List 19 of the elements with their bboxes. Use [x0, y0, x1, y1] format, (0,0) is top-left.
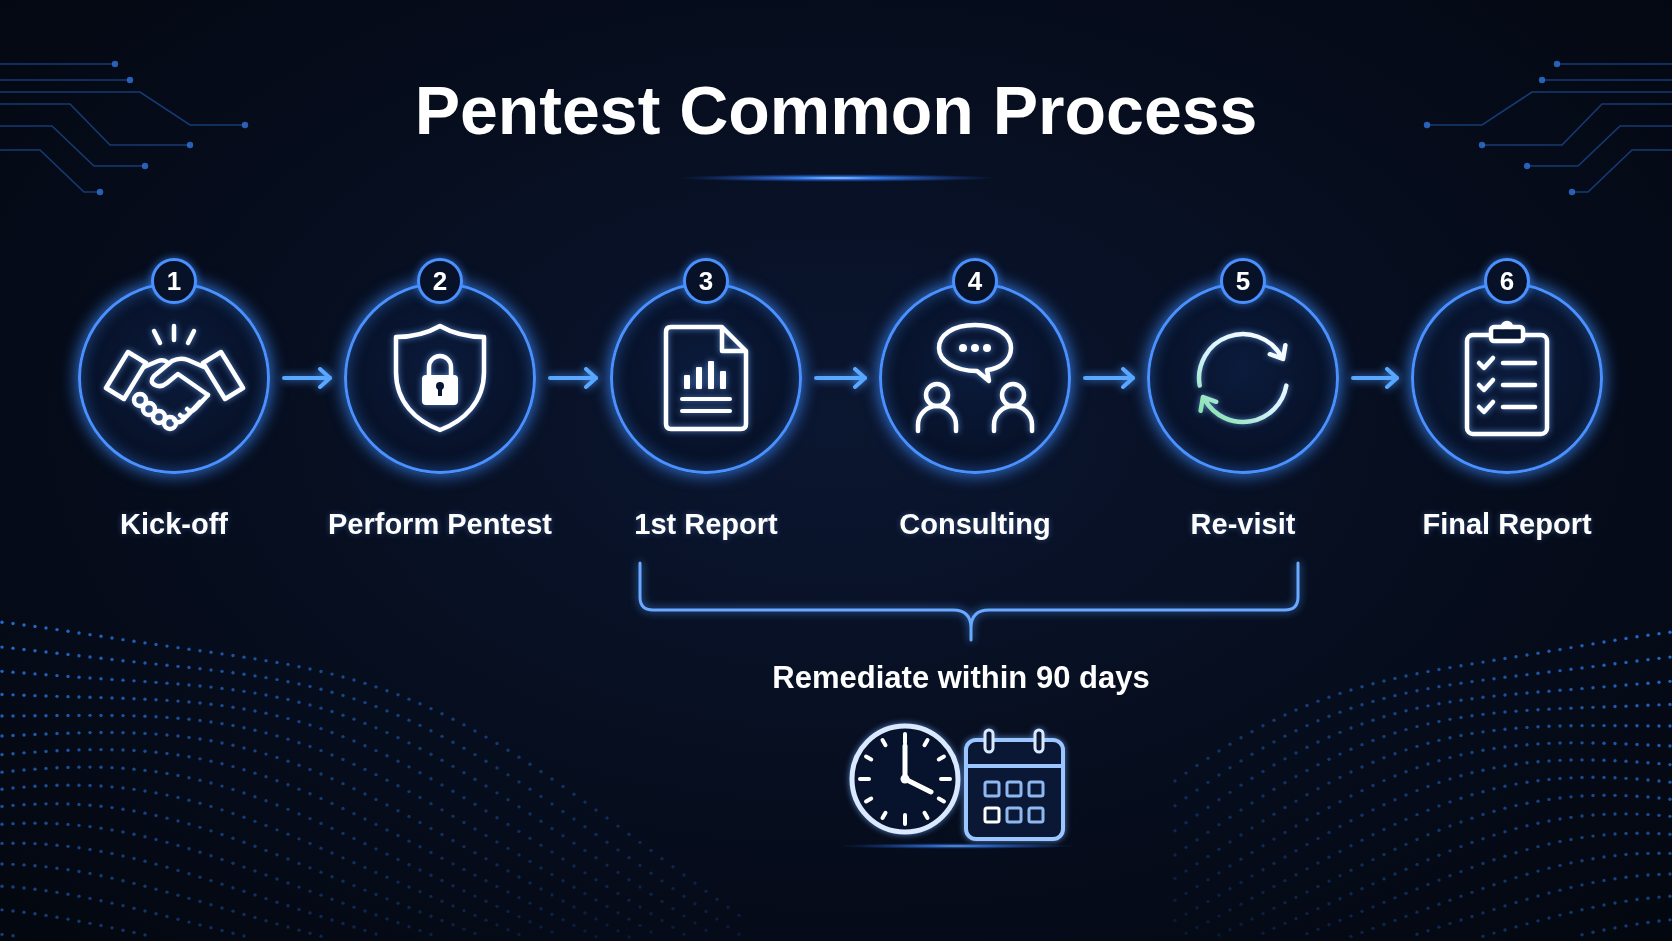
step-label: Final Report [1422, 507, 1592, 541]
arrow [1351, 367, 1399, 389]
arrow [282, 367, 332, 389]
step-number: 6 [1484, 258, 1530, 304]
note-text: Remediate within 90 days [772, 660, 1150, 696]
arrow [548, 367, 598, 389]
step-label: Perform Pentest [328, 507, 552, 541]
arrow [814, 367, 867, 389]
step-number: 5 [1220, 258, 1266, 304]
step-label: Kick-off [120, 507, 228, 541]
step-number: 2 [417, 258, 463, 304]
step-label: 1st Report [634, 507, 778, 541]
step-label: Consulting [899, 507, 1051, 541]
step-number: 1 [151, 258, 197, 304]
title: Pentest Common Process [414, 75, 1258, 145]
step-number: 4 [952, 258, 998, 304]
arrow [1083, 367, 1135, 389]
step-number: 3 [683, 258, 729, 304]
step-label: Re-visit [1190, 507, 1296, 541]
